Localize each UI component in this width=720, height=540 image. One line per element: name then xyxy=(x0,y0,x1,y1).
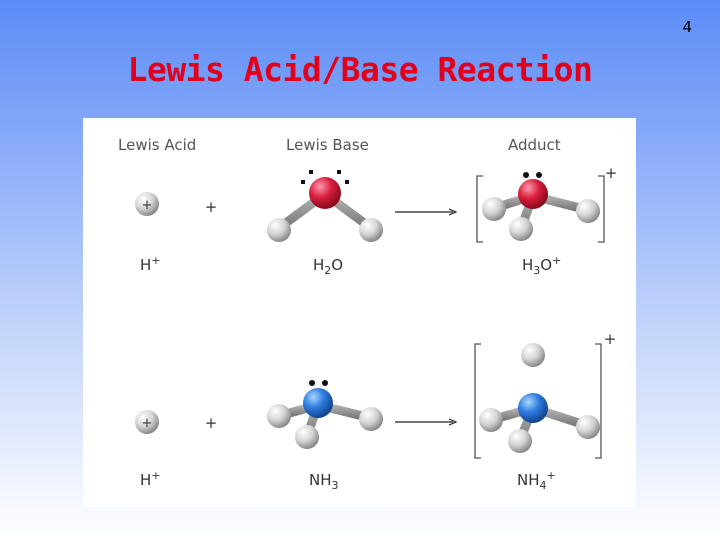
slide-title: Lewis Acid/Base Reaction xyxy=(127,50,593,89)
svg-text:+: + xyxy=(142,198,153,213)
formula-water: H2O xyxy=(313,256,343,277)
proton-atom: + xyxy=(135,410,159,434)
bracket-right xyxy=(595,343,602,459)
adduct-charge: + xyxy=(605,164,618,182)
lone-pair-dots xyxy=(301,170,349,184)
reaction-arrow xyxy=(395,418,458,426)
formula-hydronium: H3O+ xyxy=(522,254,561,277)
reaction-arrow xyxy=(395,208,458,216)
bracket-left xyxy=(476,175,483,243)
header-lewis-acid: Lewis Acid xyxy=(118,136,196,154)
reaction-row-1: + + + xyxy=(135,164,617,277)
lone-pair-dots xyxy=(523,172,542,178)
water-molecule xyxy=(267,170,383,242)
adduct-charge: + xyxy=(604,330,617,348)
header-adduct: Adduct xyxy=(508,136,561,154)
bracket-left xyxy=(474,343,481,459)
reaction-figure: Lewis Acid Lewis Base Adduct + + xyxy=(83,118,636,507)
reaction-row-2: + + + xyxy=(135,330,616,492)
ammonium-molecule xyxy=(479,343,600,453)
proton-atom: + xyxy=(135,192,159,216)
plus-sign: + xyxy=(205,198,218,216)
lone-pair-dots xyxy=(309,380,328,386)
svg-text:+: + xyxy=(142,416,153,431)
formula-proton-1: H+ xyxy=(140,254,161,274)
formula-ammonia: NH3 xyxy=(309,471,339,492)
header-lewis-base: Lewis Base xyxy=(286,136,369,154)
hydronium-molecule xyxy=(482,172,600,241)
plus-sign: + xyxy=(205,414,218,432)
reaction-diagram: Lewis Acid Lewis Base Adduct + + xyxy=(118,136,617,492)
slide-number: 4 xyxy=(682,18,692,36)
ammonia-molecule xyxy=(267,380,383,449)
formula-proton-2: H+ xyxy=(140,469,161,489)
formula-ammonium: NH4+ xyxy=(517,469,556,492)
bracket-right xyxy=(598,175,605,243)
